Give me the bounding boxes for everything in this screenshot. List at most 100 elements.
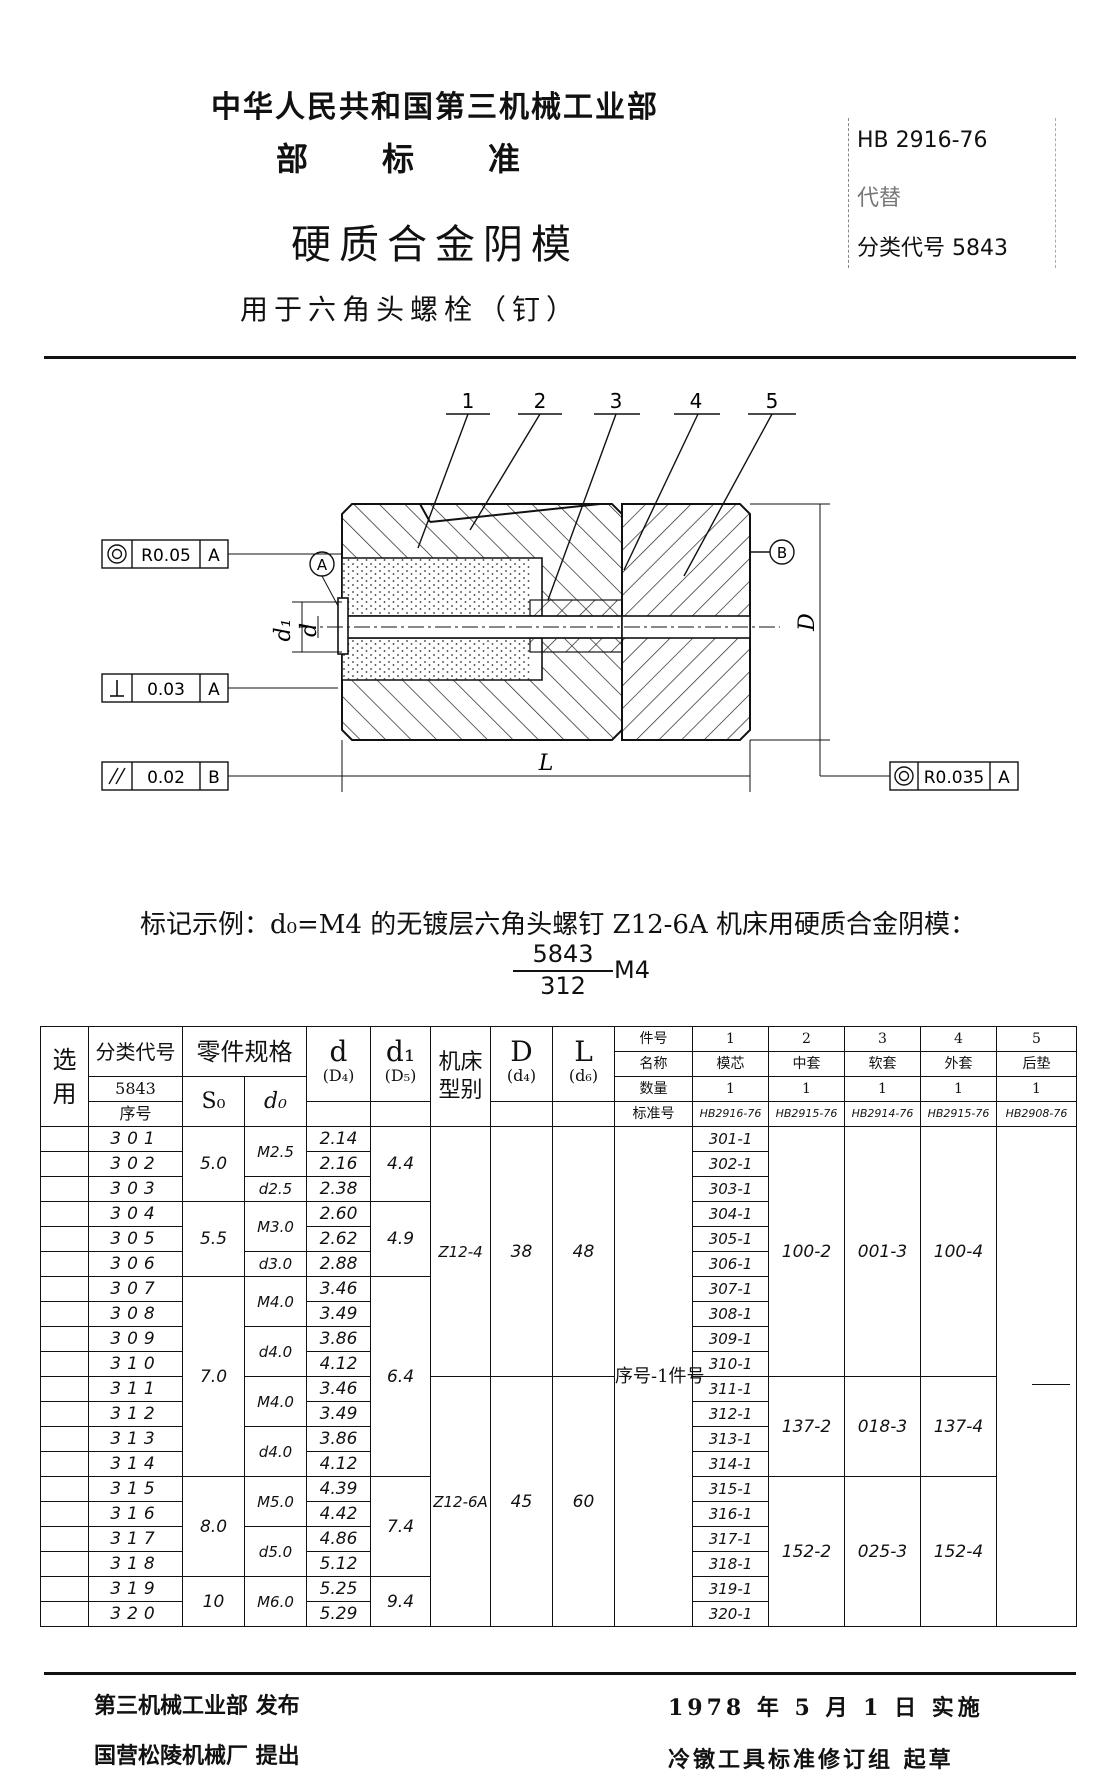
L-cell: 48 bbox=[552, 1126, 615, 1377]
replaces-label: 代替 bbox=[857, 186, 902, 211]
seq-cell: 319 bbox=[88, 1576, 183, 1602]
partno-cell: 315-1 bbox=[692, 1476, 769, 1502]
datum-a-symbol: A bbox=[317, 556, 328, 574]
seq-cell: 306 bbox=[88, 1251, 183, 1277]
d0-cell: M2.5 bbox=[244, 1126, 307, 1177]
d-cell: 4.86 bbox=[306, 1526, 371, 1552]
seq-cell: 310 bbox=[88, 1351, 183, 1377]
tolerance-frame-coaxial: R0.05 A bbox=[101, 539, 342, 569]
seq-cell: 304 bbox=[88, 1201, 183, 1227]
svg-text:B: B bbox=[208, 768, 220, 788]
tolerance-frame-perpendicular: 0.03 A bbox=[101, 673, 338, 703]
partno-cell: 318-1 bbox=[692, 1551, 769, 1577]
partno-cell: 312-1 bbox=[692, 1401, 769, 1427]
d-cell: 2.60 bbox=[306, 1201, 371, 1227]
use-cell bbox=[40, 1201, 89, 1227]
class-code: 分类代号 5843 bbox=[857, 236, 1008, 261]
seq-cell: 302 bbox=[88, 1151, 183, 1177]
part2-cell: 152-2 bbox=[768, 1476, 845, 1627]
svg-text:0.03: 0.03 bbox=[147, 680, 185, 700]
s0-cell: 10 bbox=[182, 1576, 245, 1627]
seq-partno-cell: 序号-1件号 bbox=[614, 1126, 705, 1627]
col-d1: d₁(D₅) bbox=[370, 1026, 431, 1102]
d-cell: 5.12 bbox=[306, 1551, 371, 1577]
use-cell bbox=[40, 1576, 89, 1602]
d-cell: 3.46 bbox=[306, 1276, 371, 1302]
col-class: 分类代号 bbox=[88, 1026, 183, 1077]
use-cell bbox=[40, 1601, 89, 1627]
L-cell: 60 bbox=[552, 1376, 615, 1627]
d0-cell: d5.0 bbox=[244, 1526, 307, 1577]
tolerance-frame-coaxial-2: R0.035 A bbox=[819, 710, 1019, 791]
header-divider bbox=[44, 356, 1076, 359]
d1-cell: 4.9 bbox=[370, 1201, 431, 1277]
die-assembly-drawing: 1 2 3 4 5 A B R0.05 A 0.03 A 0.02 B bbox=[101, 389, 1019, 792]
d0-cell: M5.0 bbox=[244, 1476, 307, 1527]
d0-cell: M3.0 bbox=[244, 1201, 307, 1252]
svg-text:A: A bbox=[208, 680, 220, 700]
use-cell bbox=[40, 1326, 89, 1352]
callout-2: 2 bbox=[534, 389, 547, 413]
partno-cell: 303-1 bbox=[692, 1176, 769, 1202]
seq-cell: 309 bbox=[88, 1326, 183, 1352]
dim-d1: d₁ bbox=[271, 619, 296, 642]
s0-cell: 5.5 bbox=[182, 1201, 245, 1277]
partno-cell: 314-1 bbox=[692, 1451, 769, 1477]
seq-cell: 317 bbox=[88, 1526, 183, 1552]
svg-text:A: A bbox=[998, 768, 1010, 788]
seq-cell: 303 bbox=[88, 1176, 183, 1202]
partno-cell: 308-1 bbox=[692, 1301, 769, 1327]
use-cell bbox=[40, 1551, 89, 1577]
use-cell bbox=[40, 1151, 89, 1177]
d0-cell: d3.0 bbox=[244, 1251, 307, 1277]
dim-D: D bbox=[795, 613, 820, 632]
hdr-stdno: 标准号 bbox=[614, 1101, 693, 1127]
part4-cell: 152-4 bbox=[920, 1476, 997, 1627]
marking-suffix: M4 bbox=[614, 956, 650, 984]
d-cell: 3.86 bbox=[306, 1426, 371, 1452]
proposer: 国营松陵机械厂 提出 bbox=[94, 1743, 300, 1769]
hdr-name: 名称 bbox=[614, 1051, 693, 1077]
partno-cell: 309-1 bbox=[692, 1326, 769, 1352]
callout-3: 3 bbox=[610, 389, 623, 413]
partno-cell: 320-1 bbox=[692, 1601, 769, 1627]
d-cell: 5.29 bbox=[306, 1601, 371, 1627]
d0-cell: d4.0 bbox=[244, 1426, 307, 1477]
standard-code: HB 2916-76 bbox=[857, 128, 988, 153]
s0-cell: 5.0 bbox=[182, 1126, 245, 1202]
d-cell: 3.46 bbox=[306, 1376, 371, 1402]
machine-cell: Z12-6A bbox=[430, 1376, 491, 1627]
partno-cell: 319-1 bbox=[692, 1576, 769, 1602]
D-cell: 45 bbox=[490, 1376, 553, 1627]
use-cell bbox=[40, 1426, 89, 1452]
d-cell: 2.16 bbox=[306, 1151, 371, 1177]
hdr-qty: 数量 bbox=[614, 1076, 693, 1102]
callout-1: 1 bbox=[462, 389, 475, 413]
use-cell bbox=[40, 1376, 89, 1402]
seq-cell: 313 bbox=[88, 1426, 183, 1452]
hdr-partno: 件号 bbox=[614, 1026, 693, 1052]
marking-example: 标记示例：d₀=M4 的无镀层六角头螺钉 Z12-6A 机床用硬质合金阴模： bbox=[139, 910, 977, 940]
use-cell bbox=[40, 1126, 89, 1152]
d-cell: 2.38 bbox=[306, 1176, 371, 1202]
partno-cell: 301-1 bbox=[692, 1126, 769, 1152]
seq-cell: 311 bbox=[88, 1376, 183, 1402]
svg-text:0.02: 0.02 bbox=[147, 768, 185, 788]
use-cell bbox=[40, 1301, 89, 1327]
svg-text:R0.035: R0.035 bbox=[924, 768, 984, 788]
standard-kind: 部标准 bbox=[275, 140, 594, 178]
svg-text:A: A bbox=[208, 546, 220, 566]
spec-table: 选用 分类代号 零件规格 d(D₄) d₁(D₅) 机床型别 D(d₄) L(d… bbox=[40, 1026, 1077, 1627]
col-use: 选用 bbox=[40, 1026, 89, 1127]
seq-cell: 320 bbox=[88, 1601, 183, 1627]
d0-cell: M4.0 bbox=[244, 1376, 307, 1427]
use-cell bbox=[40, 1451, 89, 1477]
partno-cell: 306-1 bbox=[692, 1251, 769, 1277]
s0-cell: 8.0 bbox=[182, 1476, 245, 1577]
